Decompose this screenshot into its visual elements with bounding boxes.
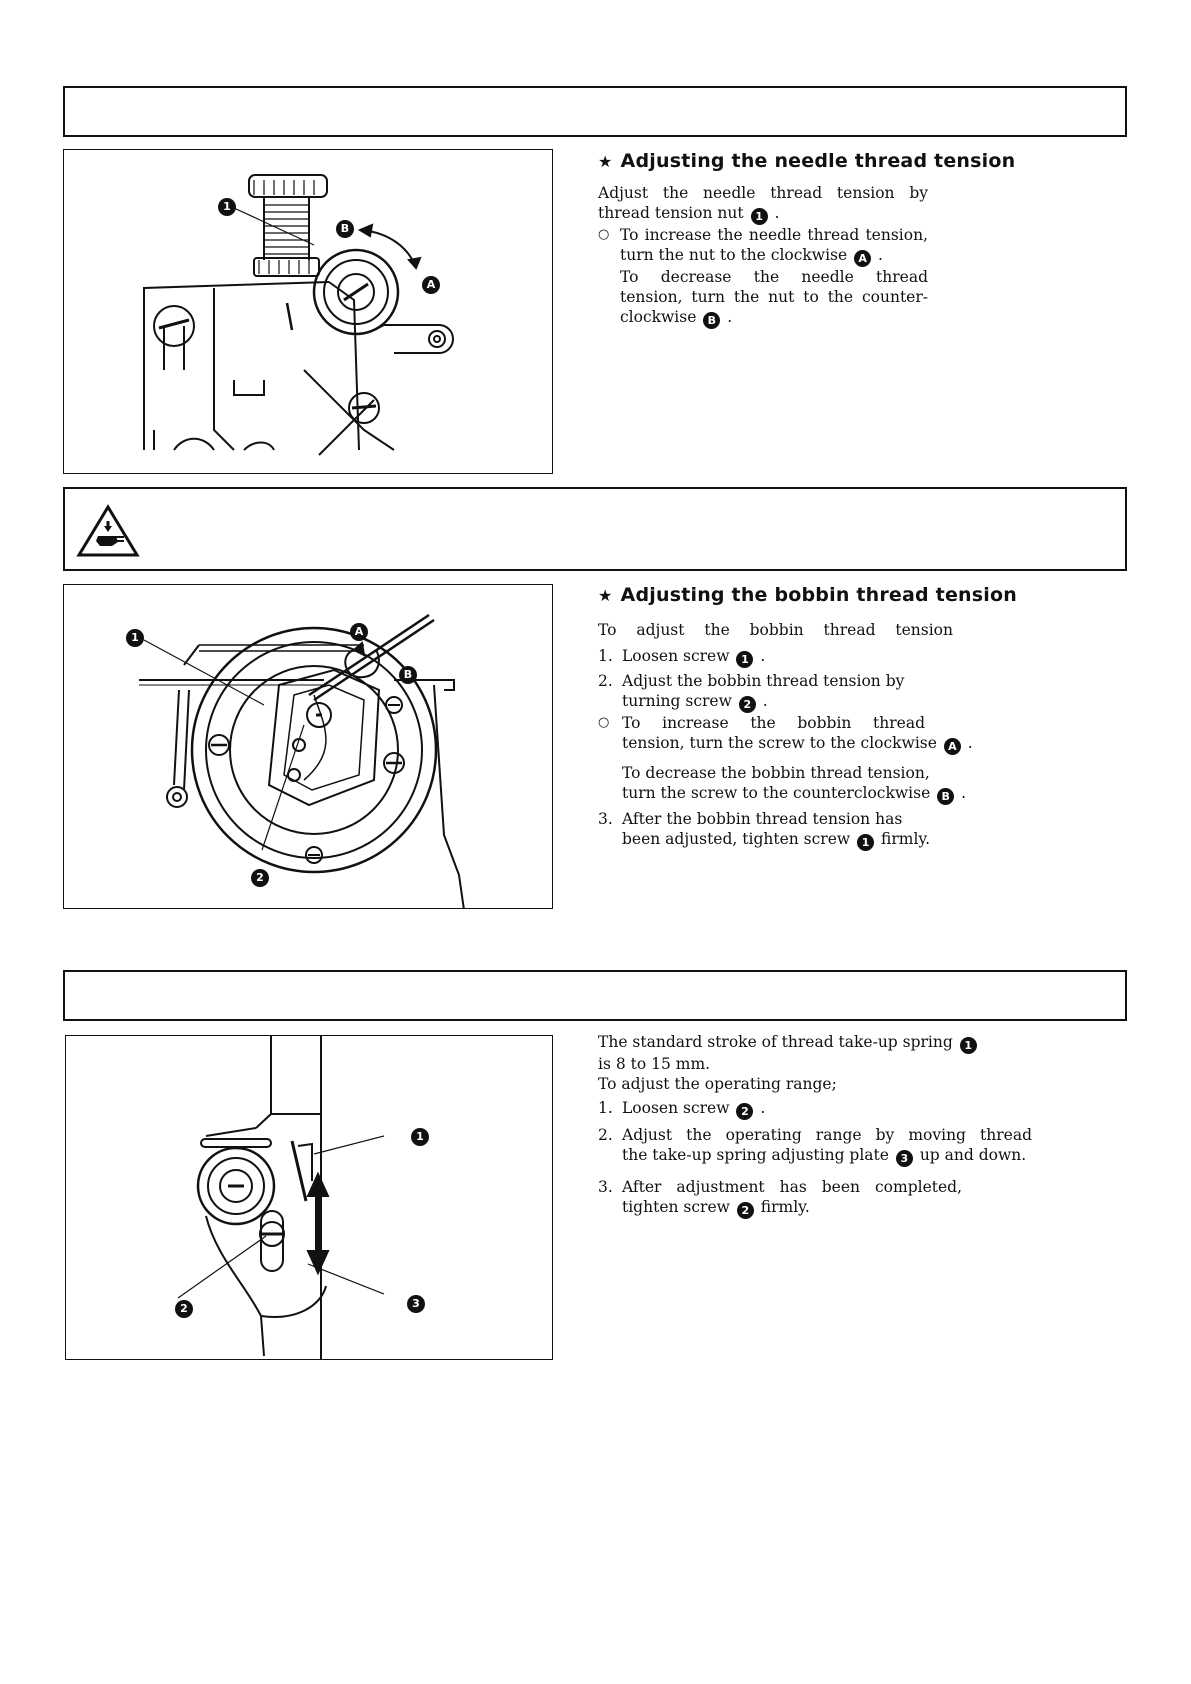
warning-triangle-icon (76, 504, 140, 557)
callout-3-spring: 3 (407, 1295, 425, 1313)
star-icon: ★ (598, 152, 613, 171)
figure-bobbin-thread-tension: 1 A B 2 (63, 584, 553, 909)
heading-bobbin-thread-tension: ★Adjusting the bobbin thread tension (598, 584, 1017, 606)
callout-1-needle: 1 (218, 198, 236, 216)
callout-2-bobbin: 2 (251, 869, 269, 887)
bobbin-case-illustration (139, 613, 465, 908)
needle-tension-text: Adjust the needle thread tension by thre… (598, 184, 928, 329)
section-header-box-2 (63, 970, 1127, 1021)
star-icon: ★ (598, 586, 613, 605)
section-header-box-1 (63, 86, 1127, 137)
warning-box (63, 487, 1127, 571)
needle-thread-tension-illustration (143, 174, 454, 456)
callout-b-bobbin: B (399, 666, 417, 684)
callout-1-bobbin: 1 (126, 629, 144, 647)
take-up-spring-illustration (177, 1036, 385, 1359)
figure-take-up-spring: 1 2 3 (65, 1035, 553, 1360)
callout-a-bobbin: A (350, 623, 368, 641)
callout-a-needle: A (422, 276, 440, 294)
heading-needle-thread-tension: ★Adjusting the needle thread tension (598, 150, 1016, 172)
callout-b-needle: B (336, 220, 354, 238)
figure-needle-thread-tension: 1 B A (63, 149, 553, 474)
callout-2-spring: 2 (175, 1300, 193, 1318)
callout-1-spring: 1 (411, 1128, 429, 1146)
bobbin-tension-text: To adjust the bobbin thread tension 1.Lo… (598, 621, 973, 851)
take-up-spring-text: The standard stroke of thread take-up sp… (598, 1033, 1032, 1219)
